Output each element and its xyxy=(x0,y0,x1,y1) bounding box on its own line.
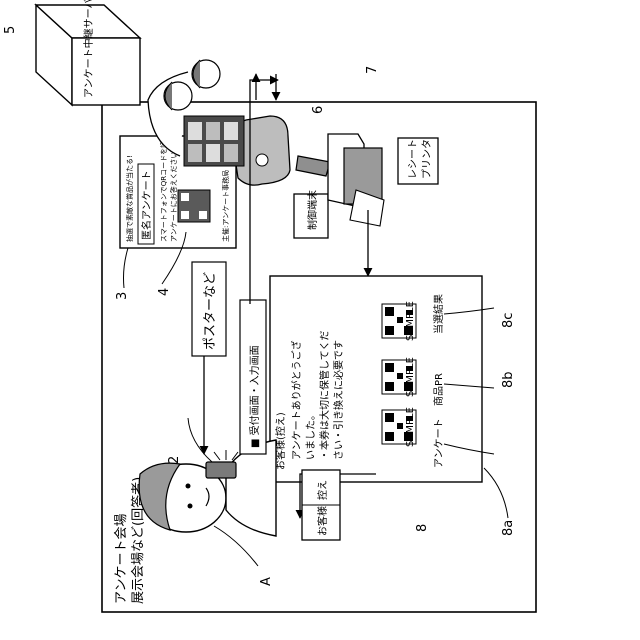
poster-label: ポスターなど xyxy=(203,272,218,350)
leader-8 xyxy=(484,468,508,518)
poster-header: 抽選で素敵な賞品が当たる! xyxy=(125,155,134,242)
receipt-qr-2-label: 商品PR xyxy=(432,373,445,406)
poster-title: 匿名アンケート xyxy=(140,170,153,240)
venue-title-line1: アンケート会場 xyxy=(114,514,129,604)
ref-7: 7 xyxy=(365,66,380,74)
receipt-qr-3-label: 当選結果 xyxy=(432,294,445,334)
ref-5: 5 xyxy=(3,26,18,34)
control-terminal-label: 制御端末 xyxy=(306,190,319,230)
server-label: アンケート中継サーバ xyxy=(82,0,95,98)
ref-4: 4 xyxy=(157,288,172,296)
customer-copy-box: お客様 控え xyxy=(302,470,340,540)
leader-A xyxy=(214,526,258,566)
printed-receipt: お客様(控え) アンケートありがとうござ いました。 ・本券は大切に保管してくだ… xyxy=(270,276,482,482)
receipt-printer: レシート プリンタ xyxy=(328,134,438,226)
receipt-qr-2-sample: SAMPLE xyxy=(405,357,416,397)
phone-to-server-arrow xyxy=(250,80,278,304)
ref-6: 6 xyxy=(311,106,326,114)
ref-3: 3 xyxy=(115,292,130,300)
smartphone xyxy=(206,450,238,478)
receipt-line3: ・本券は大切に保管してくだ xyxy=(318,331,331,460)
poster-footer: 主催:アンケート事務局 xyxy=(221,170,230,242)
ref-8: 8 xyxy=(415,524,430,532)
receipt-qr-3-sample: SAMPLE xyxy=(405,301,416,341)
receipt-qr-1-sample: SAMPLE xyxy=(405,407,416,447)
ref-2: 2 xyxy=(167,456,182,464)
relay-server: アンケート中継サーバ xyxy=(36,0,140,105)
receipt-line1: アンケートありがとうござ xyxy=(290,340,303,460)
leader-2 xyxy=(188,418,212,462)
receipt-line4: さい・引き換えに必要です xyxy=(332,340,345,460)
printer-label-line1: レシート xyxy=(408,139,419,179)
ref-8a: 8a xyxy=(501,520,516,536)
leader-3 xyxy=(124,248,129,288)
printer-label-line2: プリンタ xyxy=(421,139,433,179)
ref-A: A xyxy=(259,577,274,586)
receipt-line2: いました。 xyxy=(305,410,317,460)
ref-8c: 8c xyxy=(501,313,516,328)
poster-note2: アンケートにお答えください xyxy=(169,151,178,242)
ref-8b: 8b xyxy=(501,371,516,388)
control-terminal: 制御端末 xyxy=(232,116,330,238)
reception-screen-label: ■ 受付画面・入力画面 xyxy=(248,345,261,448)
customer-label: お客様 xyxy=(316,506,329,536)
copy-label: 控え xyxy=(316,480,329,500)
receipt-qr-1-label: アンケート xyxy=(433,418,445,468)
